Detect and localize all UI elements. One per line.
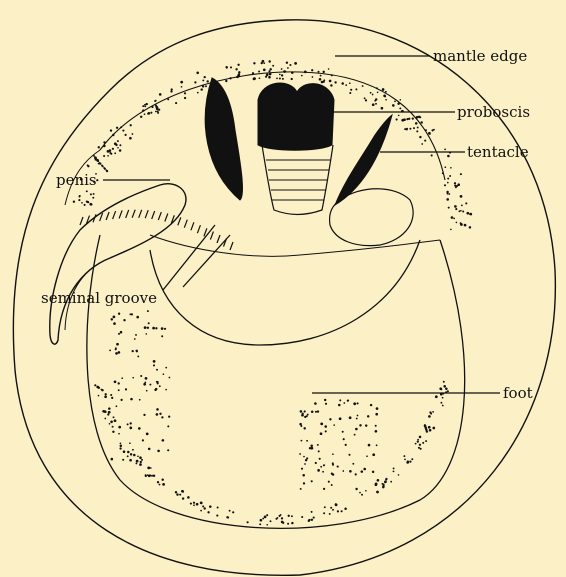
left-tentacle: [205, 78, 242, 200]
label-foot: foot: [503, 384, 533, 402]
proboscis: [258, 83, 334, 215]
seminal-groove-hatching: [80, 210, 233, 250]
right-tentacle: [330, 115, 414, 246]
label-mantle-edge: mantle edge: [433, 47, 527, 65]
label-tentacle: tentacle: [467, 143, 529, 161]
label-proboscis: proboscis: [457, 103, 530, 121]
foot-stipple: [94, 310, 449, 525]
foot: [87, 235, 465, 528]
label-penis: penis: [56, 171, 97, 189]
penis: [50, 184, 233, 344]
label-seminal-groove: seminal groove: [41, 289, 157, 307]
leader-seminal-groove-2: [183, 235, 230, 287]
